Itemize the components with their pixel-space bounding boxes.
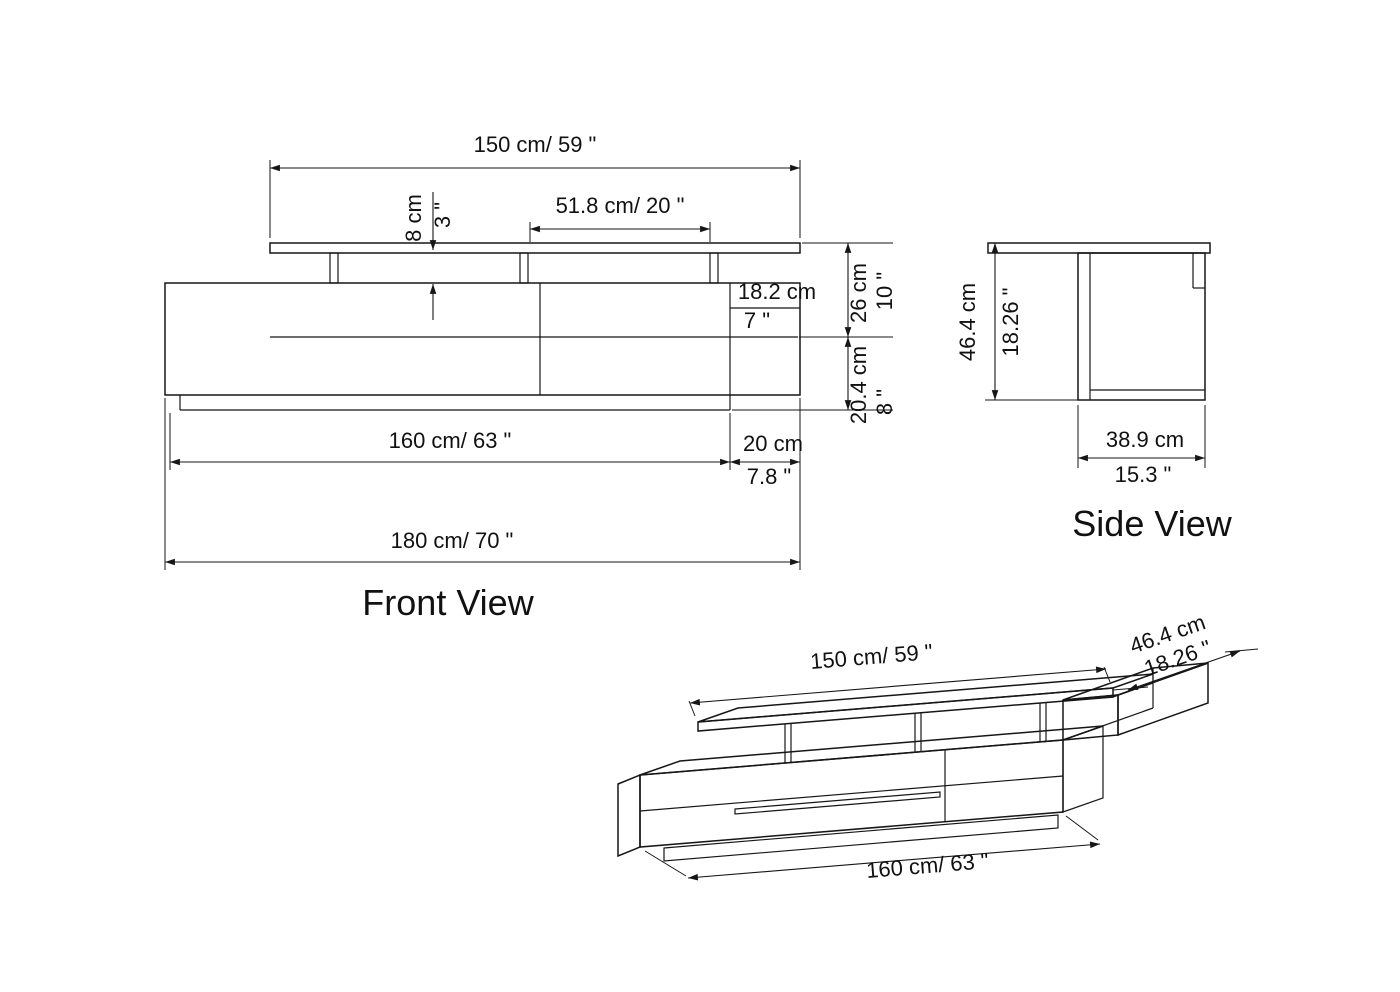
front-view-dimensions: 150 cm/ 59 " 8 cm 3 " 51.8 cm/ 20 " 18.2… <box>164 132 897 570</box>
side-cabinet-body <box>1077 252 1206 401</box>
front-support-left <box>329 252 339 284</box>
dim-side-height: 46.4 cm 18.26 " <box>955 243 1078 401</box>
iso-handle-groove <box>639 775 1064 812</box>
side-view-dimensions: 46.4 cm 18.26 " 38.9 cm 15.3 " <box>955 243 1206 487</box>
side-dim-height-in: 18.26 " <box>998 288 1023 357</box>
front-view-object <box>164 242 801 411</box>
iso-dim-bottom-width: 160 cm/ 63 " <box>865 848 989 883</box>
iso-plinth <box>663 814 1059 862</box>
front-top-shelf <box>269 242 801 254</box>
dim-front-mid-span: 51.8 cm/ 20 " <box>529 193 711 242</box>
front-dim-top-width: 150 cm/ 59 " <box>474 132 597 157</box>
side-view-label: Side View <box>1072 503 1232 544</box>
dim-iso-bottom-width: 160 cm/ 63 " <box>644 815 1101 883</box>
front-dim-cubby-cm: 18.2 cm <box>738 279 816 304</box>
side-dim-depth-cm: 38.9 cm <box>1106 427 1184 452</box>
front-dim-total-width: 180 cm/ 70 " <box>391 528 514 553</box>
dim-front-side-width: 20 cm 7.8 " <box>730 398 803 570</box>
side-dim-depth-in: 15.3 " <box>1115 462 1172 487</box>
front-dim-shelf-gap-cm: 8 cm <box>401 194 426 242</box>
dim-front-cubby: 18.2 cm 7 " <box>738 279 816 333</box>
front-dim-cubby-in: 7 " <box>744 308 770 333</box>
front-dim-side-in: 7.8 " <box>747 464 792 489</box>
iso-right-cubby <box>1062 661 1209 741</box>
side-dim-height-cm: 46.4 cm <box>955 283 980 361</box>
dim-side-depth: 38.9 cm 15.3 " <box>1077 405 1206 487</box>
front-dim-shelf-gap-in: 3 " <box>430 202 455 228</box>
isometric-view: 150 cm/ 59 " 46.4 cm 18.26 " 160 cm/ 63 … <box>617 609 1259 883</box>
front-dim-upper-cm: 26 cm <box>846 263 871 323</box>
dim-iso-depth: 46.4 cm 18.26 " <box>1112 609 1259 691</box>
front-support-middle <box>519 252 529 284</box>
front-dim-lower-in: 8 " <box>872 389 897 415</box>
iso-handle-slot <box>734 791 941 815</box>
dim-front-shelf-gap: 8 cm 3 " <box>401 192 455 320</box>
iso-cabinet-left-panel <box>617 773 641 858</box>
front-dim-upper-in: 10 " <box>872 272 897 310</box>
front-cabinet-body <box>164 282 801 396</box>
dim-front-body-width: 160 cm/ 63 " <box>169 413 731 470</box>
iso-view-dimensions: 150 cm/ 59 " 46.4 cm 18.26 " 160 cm/ 63 … <box>644 609 1259 883</box>
iso-cubby-top-face <box>1062 662 1209 701</box>
iso-cubby-bottom-edge <box>1062 707 1154 741</box>
front-dim-side-cm: 20 cm <box>743 431 803 456</box>
front-dim-mid-span: 51.8 cm/ 20 " <box>556 193 685 218</box>
iso-cubby-front-opening <box>1062 694 1119 741</box>
dim-front-total-width: 180 cm/ 70 " <box>164 398 800 570</box>
side-top-shelf <box>987 242 1211 254</box>
dim-front-lower-height: 20.4 cm 8 " <box>732 337 897 424</box>
iso-cabinet-top-face <box>639 725 1104 776</box>
iso-view-object <box>617 661 1209 862</box>
side-view-object <box>987 242 1211 401</box>
iso-supports <box>784 702 1047 763</box>
side-view: 46.4 cm 18.26 " 38.9 cm 15.3 " Side View <box>955 242 1233 544</box>
dim-iso-top-width: 150 cm/ 59 " <box>688 639 1111 717</box>
dim-front-top-width: 150 cm/ 59 " <box>269 132 801 238</box>
front-view: 150 cm/ 59 " 8 cm 3 " 51.8 cm/ 20 " 18.2… <box>164 132 897 623</box>
front-dim-body-width: 160 cm/ 63 " <box>389 428 512 453</box>
iso-dim-top-width: 150 cm/ 59 " <box>809 639 933 674</box>
front-dim-lower-cm: 20.4 cm <box>846 346 871 424</box>
front-support-right <box>709 252 719 284</box>
front-view-label: Front View <box>362 582 534 623</box>
